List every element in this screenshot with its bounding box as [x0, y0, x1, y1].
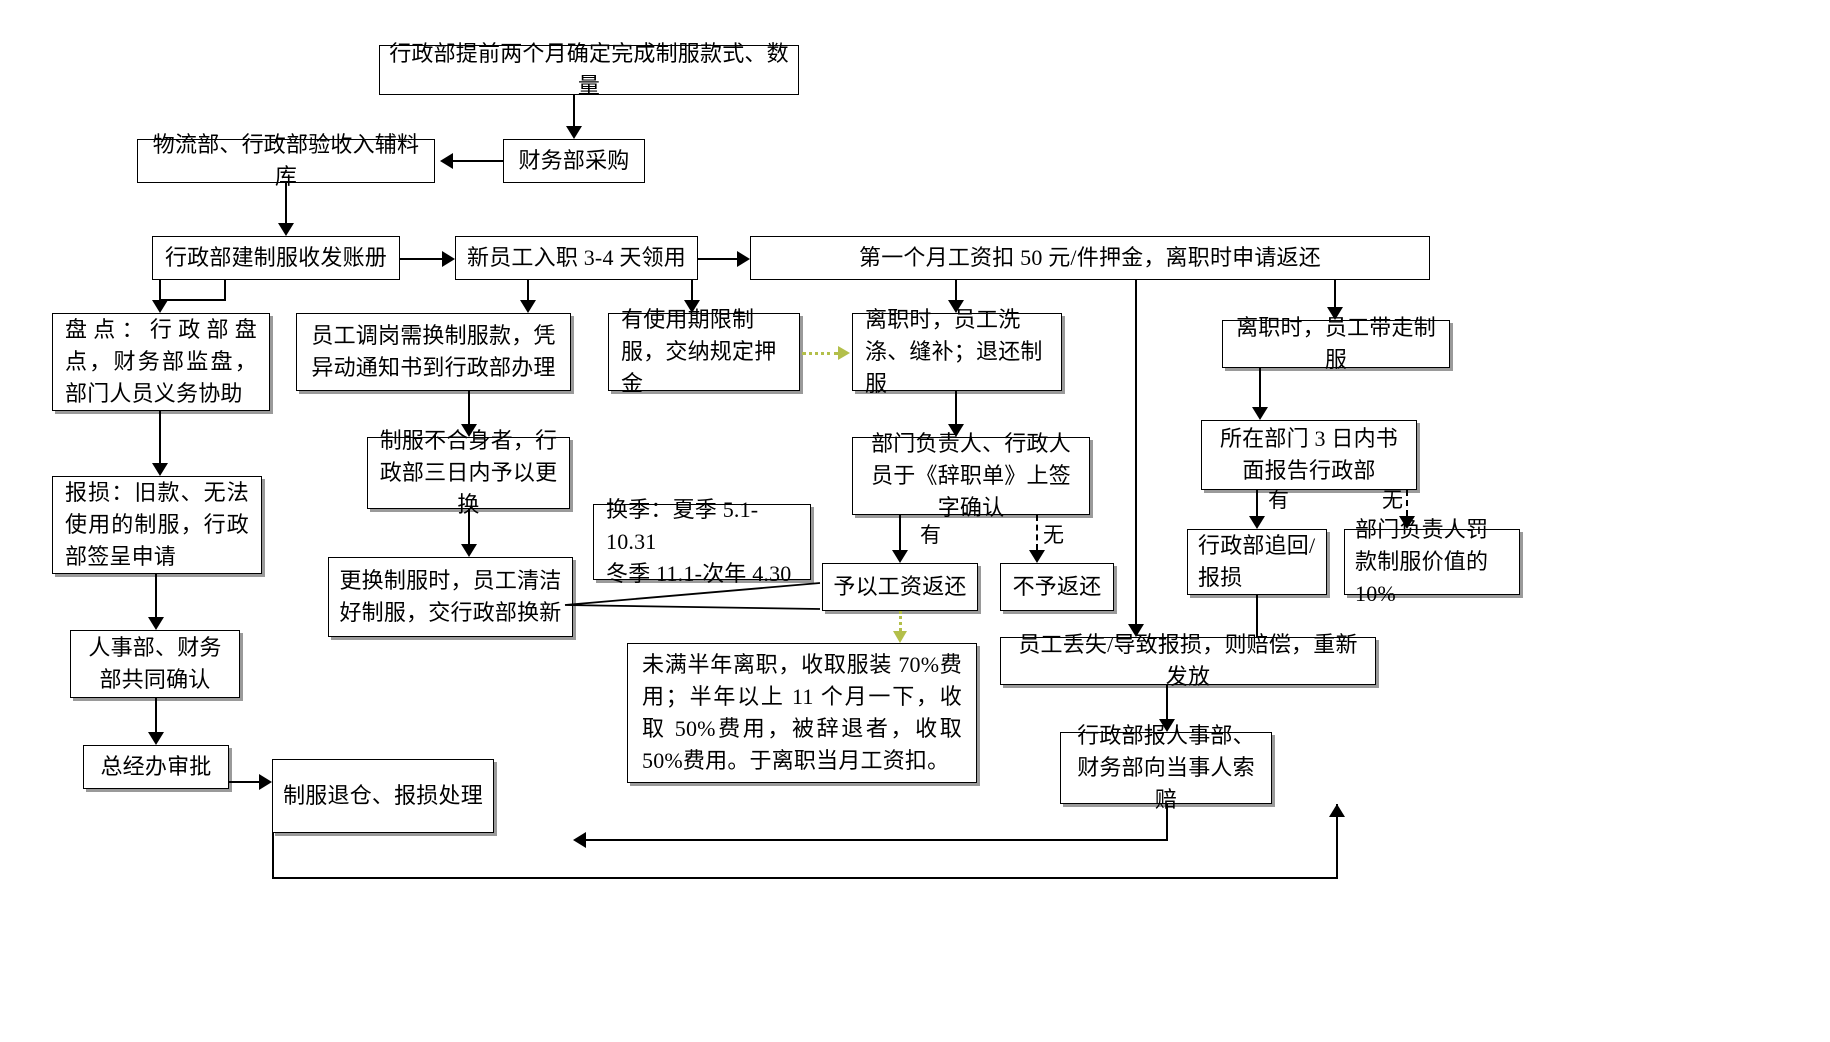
- connector-n17-n18: [955, 391, 957, 424]
- connector-n23-n24: [1256, 490, 1258, 516]
- node-admin-recover-scrap[interactable]: 行政部追回/报损: [1187, 529, 1327, 595]
- node-manager-sign-resignation[interactable]: 部门负责人、行政人员于《辞职单》上签字确认: [852, 431, 1090, 520]
- connector-n4-n5: [400, 258, 442, 260]
- connector-n5-n16: [691, 280, 693, 300]
- arrowhead-n18-n19: [892, 550, 908, 563]
- node-hr-finance-confirm[interactable]: 人事部、财务部共同确认: [70, 630, 240, 698]
- arrowhead-n6-n26: [1128, 624, 1144, 637]
- arrowhead-n11-loop: [1329, 804, 1345, 817]
- arrowhead-n5-n16: [684, 300, 700, 313]
- connector-n13-n14: [468, 509, 470, 544]
- node-transfer-change-uniform[interactable]: 员工调岗需换制服款，凭异动通知书到行政部办理: [296, 313, 571, 391]
- connector-n27-n11-v: [1166, 804, 1168, 840]
- connector-n7-n8: [159, 411, 161, 463]
- connector-n6-n17: [955, 280, 957, 300]
- arrowhead-n23-n24: [1249, 516, 1265, 529]
- node-admin-determine-uniform[interactable]: 行政部提前两个月确定完成制服款式、数量: [379, 41, 799, 98]
- connector-n18-n20-dashed: [1036, 515, 1038, 550]
- connector-n26-n27: [1166, 685, 1168, 719]
- node-lost-compensate-reissue[interactable]: 员工丢失/导致报损，则赔偿，重新发放: [1000, 632, 1376, 689]
- node-admin-report-claim[interactable]: 行政部报人事部、财务部向当事人索赔: [1060, 723, 1272, 812]
- node-manager-fine-10pct[interactable]: 部门负责人罚款制服价值的 10%: [1344, 517, 1520, 606]
- node-scrap-report[interactable]: 报损：旧款、无法使用的制服，行政部签呈申请: [52, 476, 262, 574]
- connector-into-n7-v: [159, 298, 161, 301]
- connector-n4-n7: [224, 280, 226, 300]
- connector-n5-n6: [698, 258, 737, 260]
- node-admin-ledger[interactable]: 行政部建制服收发账册: [152, 236, 400, 280]
- node-dept-written-report[interactable]: 所在部门 3 日内书面报告行政部: [1201, 420, 1417, 490]
- arrowhead-n10-n11: [259, 774, 272, 790]
- arrowhead-n27-n11: [573, 832, 586, 848]
- arrowhead-n18-n20: [1029, 550, 1045, 563]
- connector-n11-loop-v1: [272, 833, 274, 879]
- arrowhead-n4-n5: [442, 251, 455, 267]
- connector-n27-n11-h: [586, 839, 1168, 841]
- arrowhead-n6-n17: [948, 300, 964, 313]
- node-resign-keep-uniform[interactable]: 离职时，员工带走制服: [1222, 315, 1450, 372]
- arrowhead-n26-n27: [1159, 719, 1175, 732]
- connector-n9-n10: [155, 698, 157, 732]
- arrowhead-n12-n13: [461, 424, 477, 437]
- connector-n3-n4: [285, 183, 287, 223]
- node-season-change[interactable]: 换季：夏季 5.1-10.31 冬季 11.1-次年 4.30: [593, 497, 811, 586]
- node-resign-fee-rules[interactable]: 未满半年离职，收取服装 70%费用；半年以上 11 个月一下，收取 50%费用，…: [627, 643, 977, 783]
- connector-n8-n9: [155, 574, 157, 617]
- node-gm-office-approval[interactable]: 总经办审批: [83, 745, 229, 789]
- node-finance-purchase[interactable]: 财务部采购: [503, 139, 645, 183]
- arrowhead-n3-n4: [278, 223, 294, 236]
- node-clean-before-exchange[interactable]: 更换制服时，员工清洁好制服，交行政部换新: [328, 557, 573, 637]
- arrowhead-into-n7: [152, 300, 168, 313]
- connector-n24-n26: [1256, 595, 1258, 637]
- node-uniform-return-scrap[interactable]: 制服退仓、报损处理: [272, 759, 494, 833]
- connector-into-n7: [159, 280, 161, 299]
- arrowhead-n5-n6: [737, 251, 750, 267]
- green-arrowhead-n16-n17: [838, 346, 850, 360]
- green-connector-n16-n17: [802, 352, 838, 355]
- connector-n12-n13: [468, 391, 470, 424]
- connector-n22-n23: [1259, 368, 1261, 407]
- edge-label-wu-2: 无: [1382, 488, 1403, 512]
- edge-label-you-1: 有: [920, 523, 941, 547]
- arrowhead-n8-n9: [148, 617, 164, 630]
- connector-n4-n7-h: [160, 299, 226, 301]
- connector-n23-n25-dashed: [1406, 490, 1408, 516]
- connector-n11-loop-h: [272, 877, 1338, 879]
- connector-n1-n2: [573, 95, 575, 126]
- node-resign-wash-repair[interactable]: 离职时，员工洗涤、缝补；退还制服: [852, 307, 1062, 396]
- node-limited-period-deposit[interactable]: 有使用期限制服，交纳规定押金: [608, 307, 800, 396]
- arrowhead-n6-n22: [1327, 307, 1343, 320]
- arrowhead-n22-n23: [1252, 407, 1268, 420]
- node-new-employee-receive[interactable]: 新员工入职 3-4 天领用: [455, 236, 698, 280]
- arrowhead-n7-n8: [152, 463, 168, 476]
- connector-n18-n19: [899, 515, 901, 550]
- node-first-month-deposit[interactable]: 第一个月工资扣 50 元/件押金，离职时申请返还: [750, 236, 1430, 280]
- green-connector-n19-n21: [899, 611, 902, 631]
- node-salary-refund[interactable]: 予以工资返还: [822, 563, 978, 611]
- arrowhead-n17-n18: [948, 424, 964, 437]
- arrowhead-n13-n14: [461, 544, 477, 557]
- connector-n2-n3: [453, 160, 503, 162]
- edge-label-wu-1: 无: [1043, 523, 1064, 547]
- node-logistics-inspect-warehouse[interactable]: 物流部、行政部验收入辅料库: [137, 132, 435, 189]
- node-no-refund[interactable]: 不予返还: [1000, 563, 1114, 611]
- arrowhead-n23-n25: [1399, 516, 1415, 529]
- connector-n4-n7-v2: [160, 299, 162, 300]
- edge-label-you-2: 有: [1268, 488, 1289, 512]
- connector-n6-n26: [1135, 280, 1137, 624]
- connector-n10-n11: [229, 781, 259, 783]
- green-arrowhead-n19-n21: [893, 631, 907, 643]
- connector-n6-n22: [1334, 280, 1336, 307]
- node-uniform-not-fit[interactable]: 制服不合身者，行政部三日内予以更换: [367, 428, 570, 517]
- arrowhead-n2-n3: [440, 153, 453, 169]
- connector-n5-n12: [527, 280, 529, 300]
- season-pointer-lines: [564, 582, 821, 610]
- node-stocktaking[interactable]: 盘点：行政部盘点，财务部监盘，部门人员义务协助: [52, 313, 270, 411]
- connector-n11-loop-v2: [1336, 804, 1338, 879]
- arrowhead-n1-n2: [566, 126, 582, 139]
- arrowhead-n5-n12: [520, 300, 536, 313]
- arrowhead-n9-n10: [148, 732, 164, 745]
